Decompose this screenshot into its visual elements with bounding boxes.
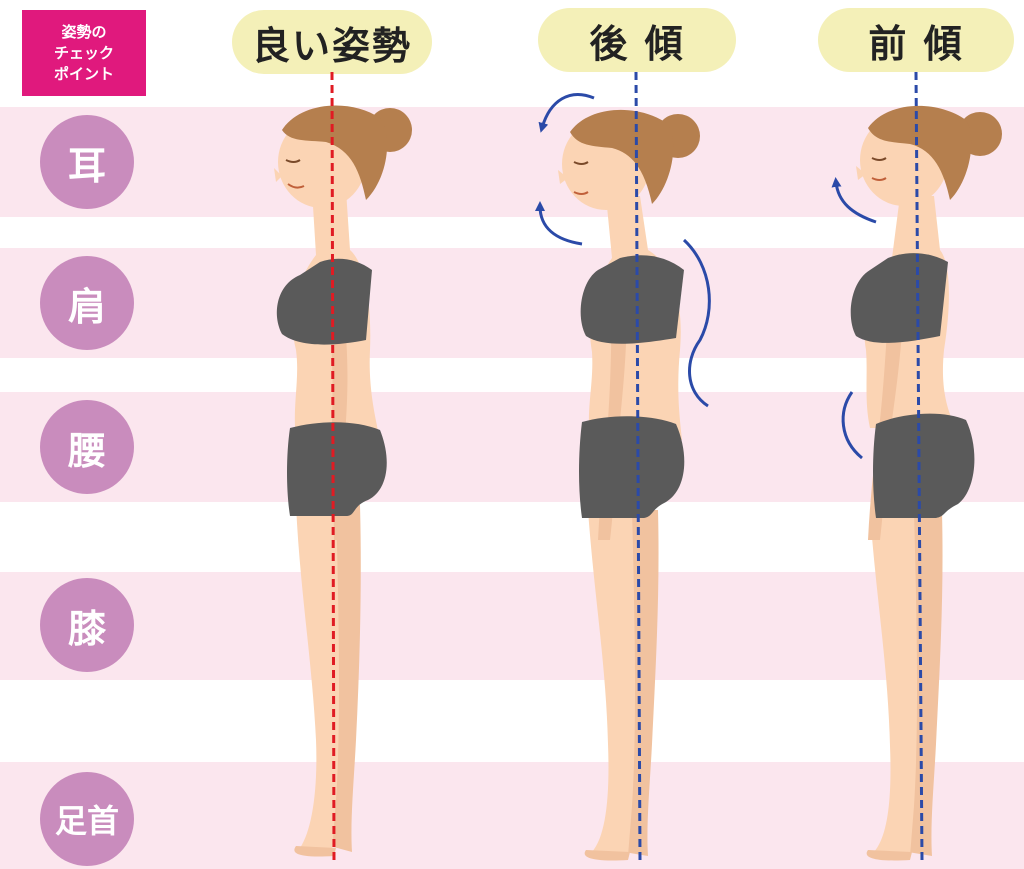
back-curve-arrow xyxy=(682,238,711,408)
posture-title-forward-label: 前 傾 xyxy=(868,21,964,66)
checkpoint-knee: 膝 xyxy=(40,578,134,672)
head-tilt-arrow-upper xyxy=(538,93,595,133)
reference-line-backward xyxy=(634,71,642,861)
figure-good-posture xyxy=(274,71,412,863)
reference-line-good xyxy=(330,71,336,863)
checkpoint-badge: 姿勢の チェック ポイント xyxy=(22,10,146,96)
band-knee xyxy=(0,572,1024,680)
checkpoint-shoulder-label: 肩 xyxy=(67,283,106,329)
badge-line-2: チェック xyxy=(53,43,114,62)
posture-title-good: 良い姿勢 xyxy=(232,10,432,74)
badge-line-3: ポイント xyxy=(53,64,114,83)
posture-title-forward: 前 傾 xyxy=(818,8,1014,72)
band-ear xyxy=(0,107,1024,217)
checkpoint-waist-label: 腰 xyxy=(67,427,106,473)
reference-line-forward xyxy=(914,71,924,861)
badge-line-1: 姿勢の xyxy=(61,22,107,41)
band-ankle xyxy=(0,762,1024,869)
head-tilt-arrow-lower xyxy=(535,201,583,246)
checkpoint-knee-label: 膝 xyxy=(67,605,106,651)
posture-title-backward-label: 後 傾 xyxy=(589,21,685,66)
checkpoint-shoulder: 肩 xyxy=(40,256,134,350)
figure-forward-tilt xyxy=(831,71,1002,861)
posture-title-good-label: 良い姿勢 xyxy=(251,23,412,68)
checkpoint-waist: 腰 xyxy=(40,400,134,494)
checkpoint-ankle-label: 足首 xyxy=(54,802,119,840)
checkpoint-ear-label: 耳 xyxy=(67,142,106,188)
checkpoint-ankle: 足首 xyxy=(40,772,134,866)
figure-backward-tilt xyxy=(535,71,711,861)
waist-curve-arrow xyxy=(841,391,863,460)
posture-title-backward: 後 傾 xyxy=(538,8,736,72)
checkpoint-ear: 耳 xyxy=(40,115,134,209)
head-forward-arrow xyxy=(831,177,877,224)
